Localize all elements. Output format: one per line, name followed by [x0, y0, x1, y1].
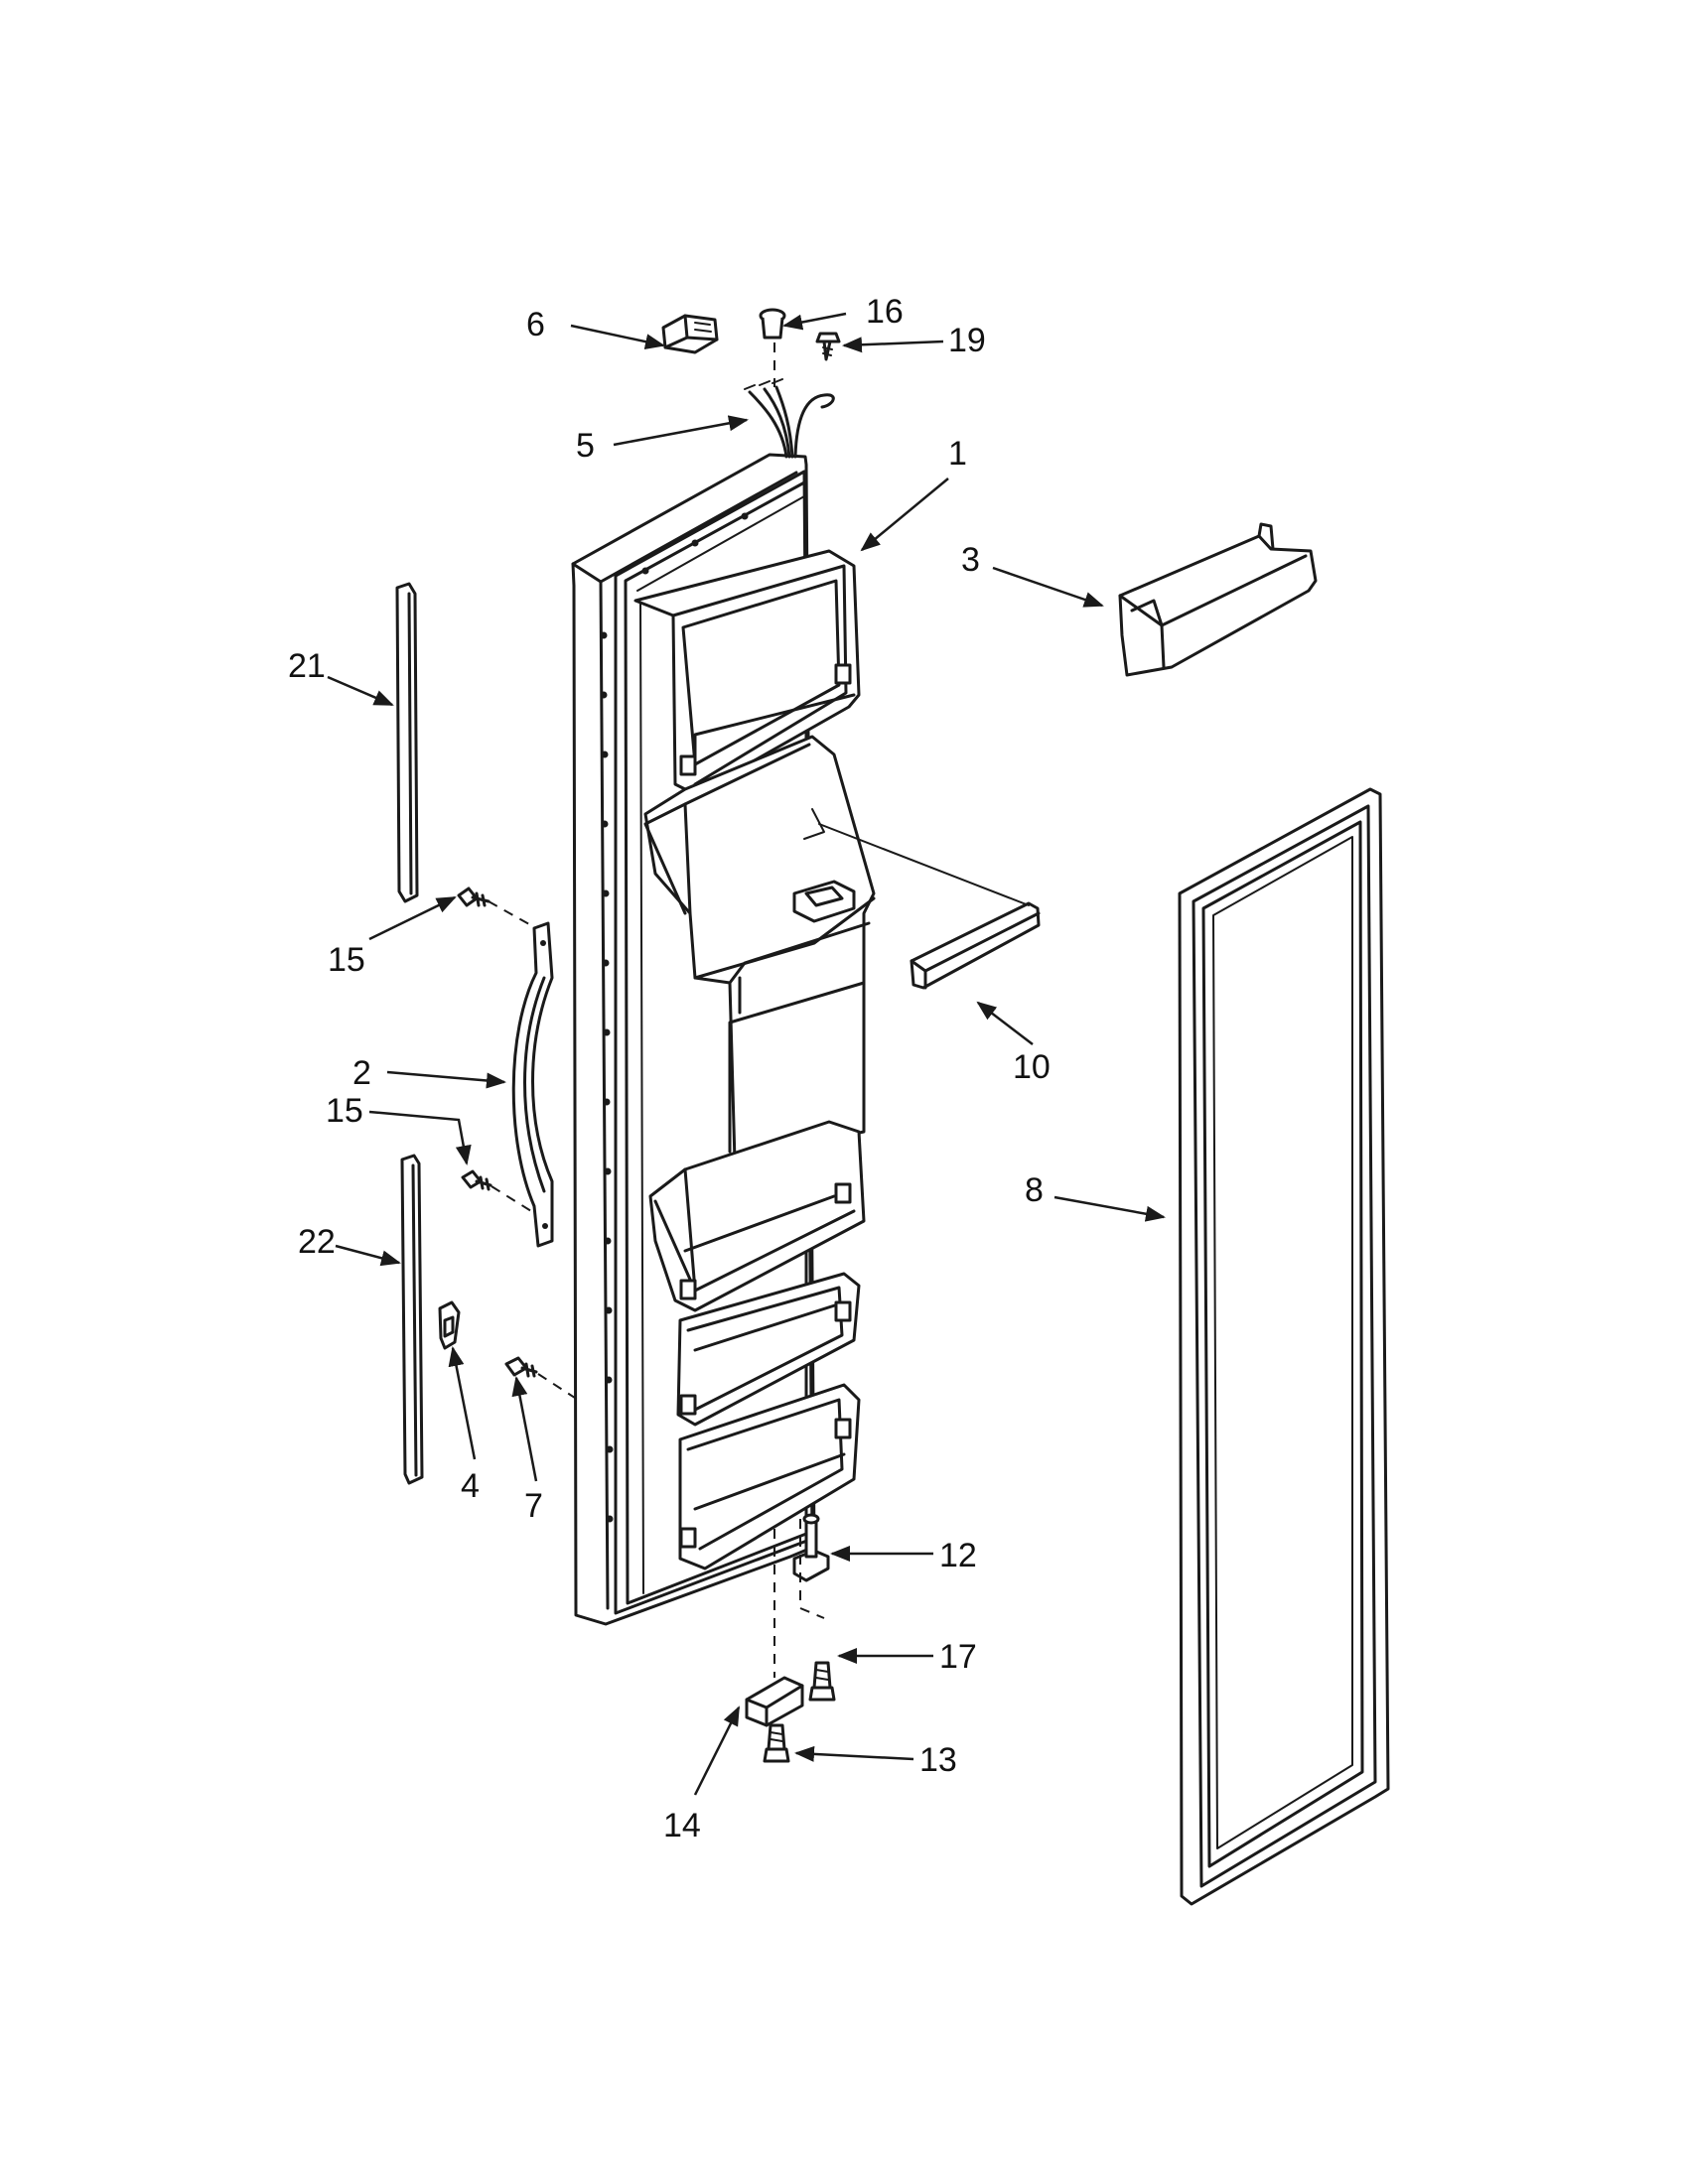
- callout-labels: 6 16 19 5 1 3 21 15 2 10 15 8 22 4 7 12 …: [288, 293, 1051, 1844]
- callout-22: 22: [298, 1223, 336, 1261]
- callout-3: 3: [961, 541, 980, 579]
- leader-lines: [327, 312, 1166, 1796]
- callout-17: 17: [939, 1638, 977, 1676]
- screw-part-7: [504, 1356, 579, 1401]
- door-assembly: [571, 453, 876, 1626]
- callout-15a: 15: [328, 941, 365, 979]
- door-edge-dots: [600, 512, 749, 1523]
- clip-part-4: [438, 1300, 461, 1350]
- handle-part-2: [511, 921, 554, 1248]
- callout-21: 21: [288, 647, 326, 685]
- block-part-14: [745, 1529, 804, 1727]
- screw-part-19: [815, 332, 841, 361]
- callout-13: 13: [919, 1741, 957, 1779]
- callout-5: 5: [576, 427, 595, 465]
- callout-2: 2: [352, 1054, 371, 1092]
- connector-part-6: [661, 314, 719, 354]
- callout-12: 12: [939, 1537, 977, 1574]
- screw-part-15-upper: [457, 887, 537, 929]
- screw-part-15-lower: [461, 1169, 532, 1212]
- callout-19: 19: [948, 322, 986, 359]
- screw-part-13: [763, 1723, 790, 1763]
- bracket-part-10: [818, 823, 1041, 990]
- callout-14: 14: [663, 1807, 701, 1844]
- plug-part-16: [759, 308, 786, 387]
- gasket-part-8: [1178, 787, 1390, 1906]
- callout-10: 10: [1013, 1048, 1051, 1086]
- wire-harness: [744, 378, 835, 459]
- hinge-part-12: [792, 1513, 830, 1619]
- callout-7: 7: [524, 1487, 543, 1525]
- trim-part-22: [400, 1154, 424, 1485]
- callout-15b: 15: [326, 1092, 363, 1130]
- callout-6: 6: [526, 306, 545, 343]
- callout-1: 1: [948, 435, 967, 473]
- callout-16: 16: [866, 293, 904, 331]
- callout-4: 4: [461, 1467, 480, 1505]
- trim-part-21: [395, 582, 419, 903]
- bar-part-3: [1118, 522, 1318, 677]
- callout-8: 8: [1025, 1171, 1044, 1209]
- screw-part-17: [808, 1661, 836, 1702]
